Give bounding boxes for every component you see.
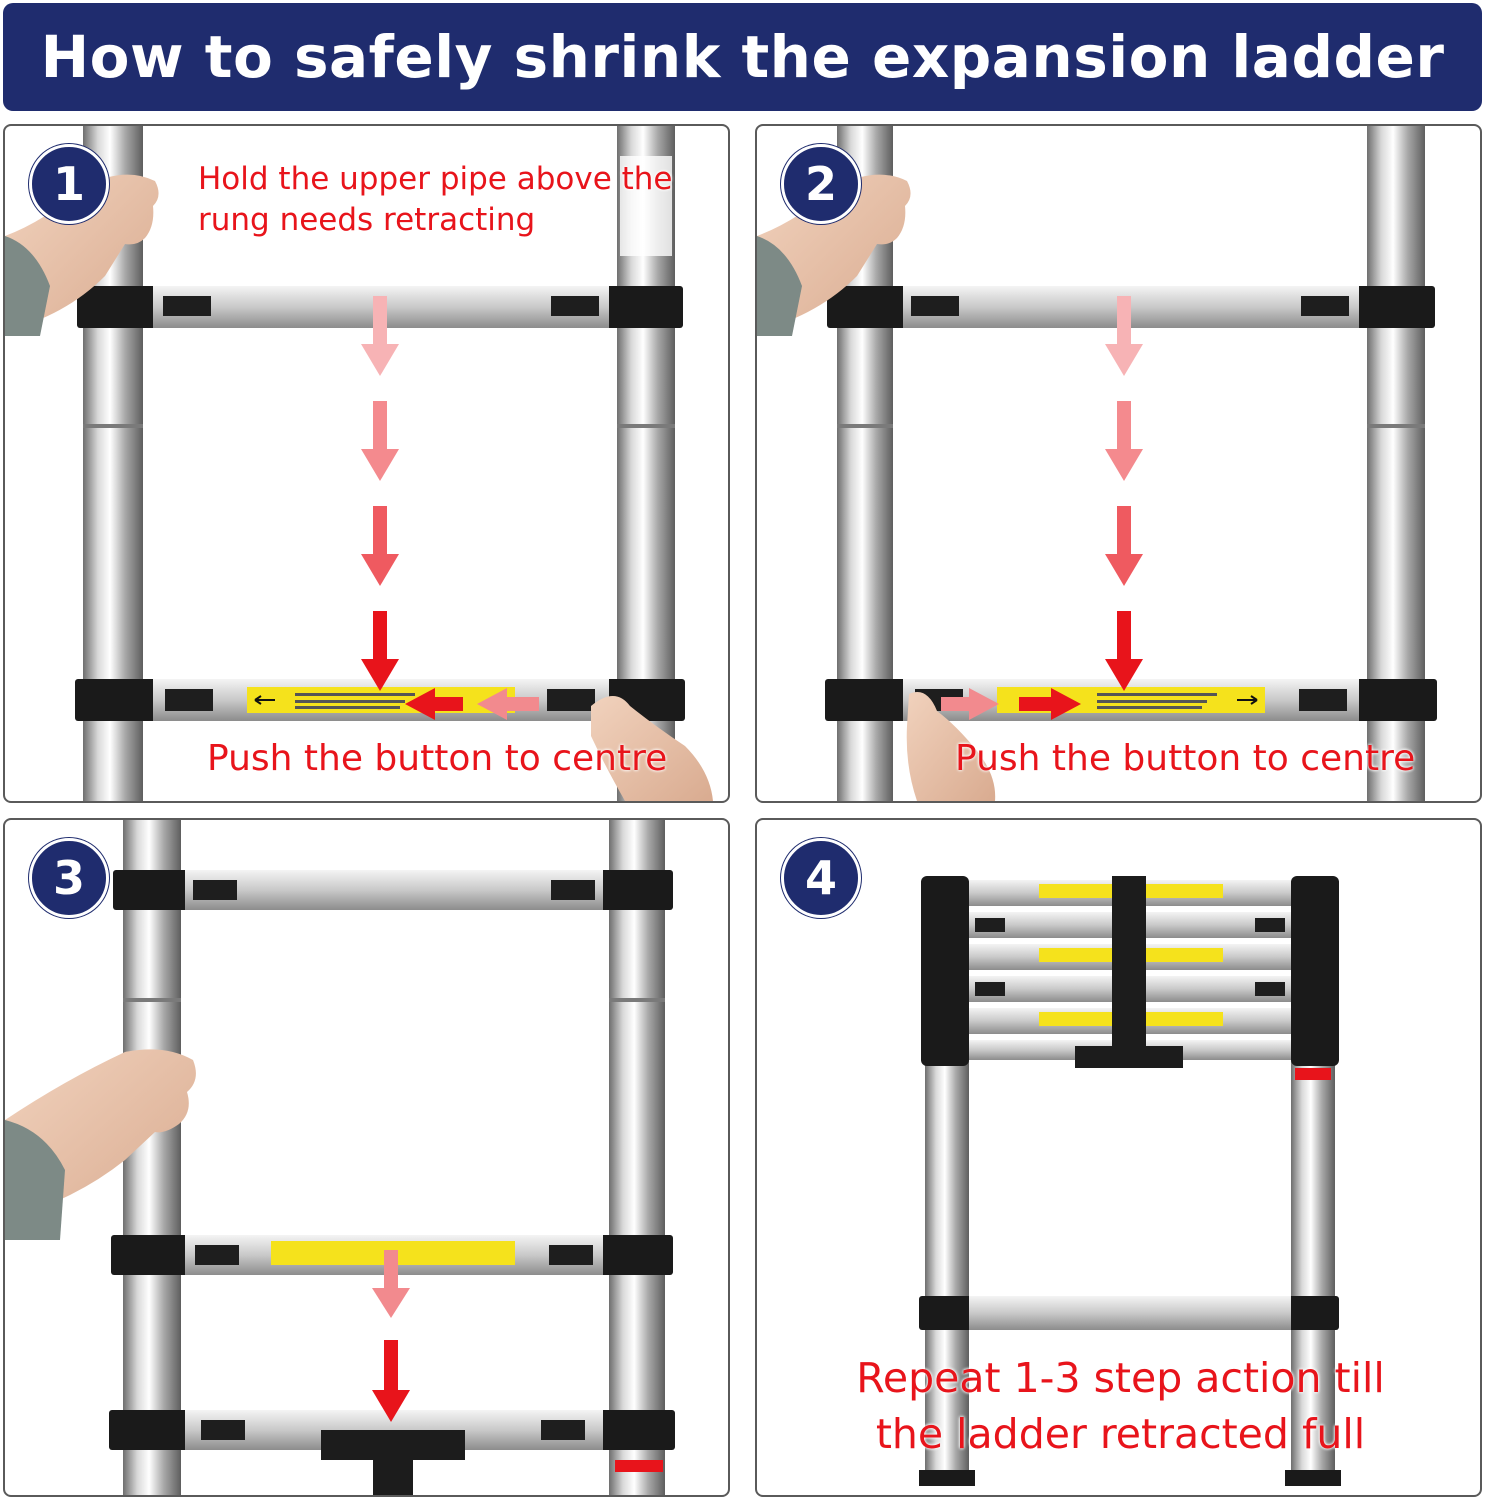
step-2-panel: 2 Push the button to centre (755, 124, 1482, 803)
step-3-panel: 3 (3, 818, 730, 1497)
header-banner: How to safely shrink the expansion ladde… (3, 3, 1482, 111)
page-title: How to safely shrink the expansion ladde… (40, 23, 1445, 91)
step-1-button-caption: Push the button to centre (207, 738, 668, 779)
instruction-line: Repeat 1-3 step action till (856, 1354, 1385, 1402)
hand-icon (5, 174, 159, 336)
down-arrow-icon (361, 296, 399, 691)
ladder-illustration (919, 876, 1341, 1486)
hand-icon (5, 1049, 196, 1240)
ladder-illustration (757, 126, 1437, 801)
down-arrow-icon (1105, 296, 1143, 691)
step-number-badge: 4 (781, 838, 861, 918)
right-arrow-icon (941, 688, 1081, 720)
instruction-line: rung needs retracting (198, 202, 536, 238)
instruction-line: Hold the upper pipe above the (198, 161, 673, 197)
step-2-button-caption: Push the button to centre (955, 738, 1416, 779)
ladder-illustration (5, 126, 713, 801)
left-arrow-icon (405, 688, 539, 720)
hand-icon (591, 696, 713, 801)
down-arrow-icon (372, 1250, 410, 1422)
instruction-line: the ladder retracted full (875, 1410, 1366, 1458)
step-number-badge: 2 (781, 144, 861, 224)
ladder-illustration (5, 820, 675, 1495)
step-number-badge: 3 (29, 838, 109, 918)
step-number-badge: 1 (29, 144, 109, 224)
step-1-instruction: Hold the upper pipe above the rung needs… (198, 159, 673, 241)
step-4-instruction: Repeat 1-3 step action till the ladder r… (817, 1350, 1424, 1462)
hand-icon (906, 692, 996, 801)
hand-icon (757, 174, 911, 336)
step-4-panel: 4 Repeat 1-3 step action till the ladder… (755, 818, 1482, 1497)
step-1-panel: 1 Hold the upper pipe above the rung nee… (3, 124, 730, 803)
